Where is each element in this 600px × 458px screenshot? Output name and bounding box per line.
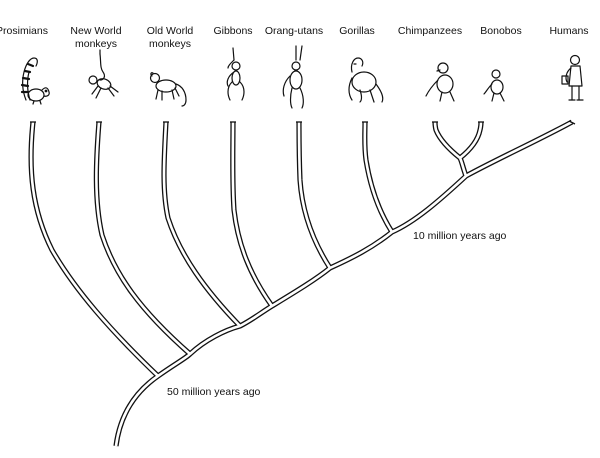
human-icon: [561, 54, 584, 101]
walking-monkey-icon: [149, 72, 187, 107]
gorilla-icon: [348, 57, 384, 103]
label-gorillas: Gorillas: [339, 25, 375, 37]
chimpanzee-icon: [425, 62, 455, 102]
label-chimpanzees: Chimpanzees: [398, 25, 462, 37]
branch-orangutans: [296, 121, 333, 270]
label-bonobos: Bonobos: [480, 25, 521, 37]
label-prosimians: Prosimians: [0, 25, 48, 37]
tree-branches: [28, 119, 576, 447]
branch-chimpanzees: [432, 121, 462, 161]
label-orangutans: Orang-utans: [265, 25, 323, 37]
annotation-50-million: 50 million years ago: [167, 386, 261, 398]
gibbon-icon: [226, 47, 245, 101]
label-old-world-line1: Old World: [147, 25, 194, 37]
branch-gibbons: [230, 121, 275, 308]
hanging-monkey-icon: [88, 49, 119, 99]
lemur-icon: [20, 57, 50, 105]
branch-bonobos: [458, 121, 484, 161]
annotation-10-million: 10 million years ago: [413, 230, 507, 242]
label-new-world-line1: New World: [70, 25, 121, 37]
label-gibbons: Gibbons: [213, 25, 252, 37]
label-humans: Humans: [549, 25, 588, 37]
bonobo-icon: [483, 69, 505, 102]
branch-old-world: [161, 121, 242, 328]
label-old-world-line2: monkeys: [149, 38, 191, 50]
orangutan-icon: [282, 45, 304, 109]
taxon-labels: Prosimians New World monkeys Old World m…: [0, 25, 589, 50]
label-new-world-line2: monkeys: [75, 38, 117, 50]
